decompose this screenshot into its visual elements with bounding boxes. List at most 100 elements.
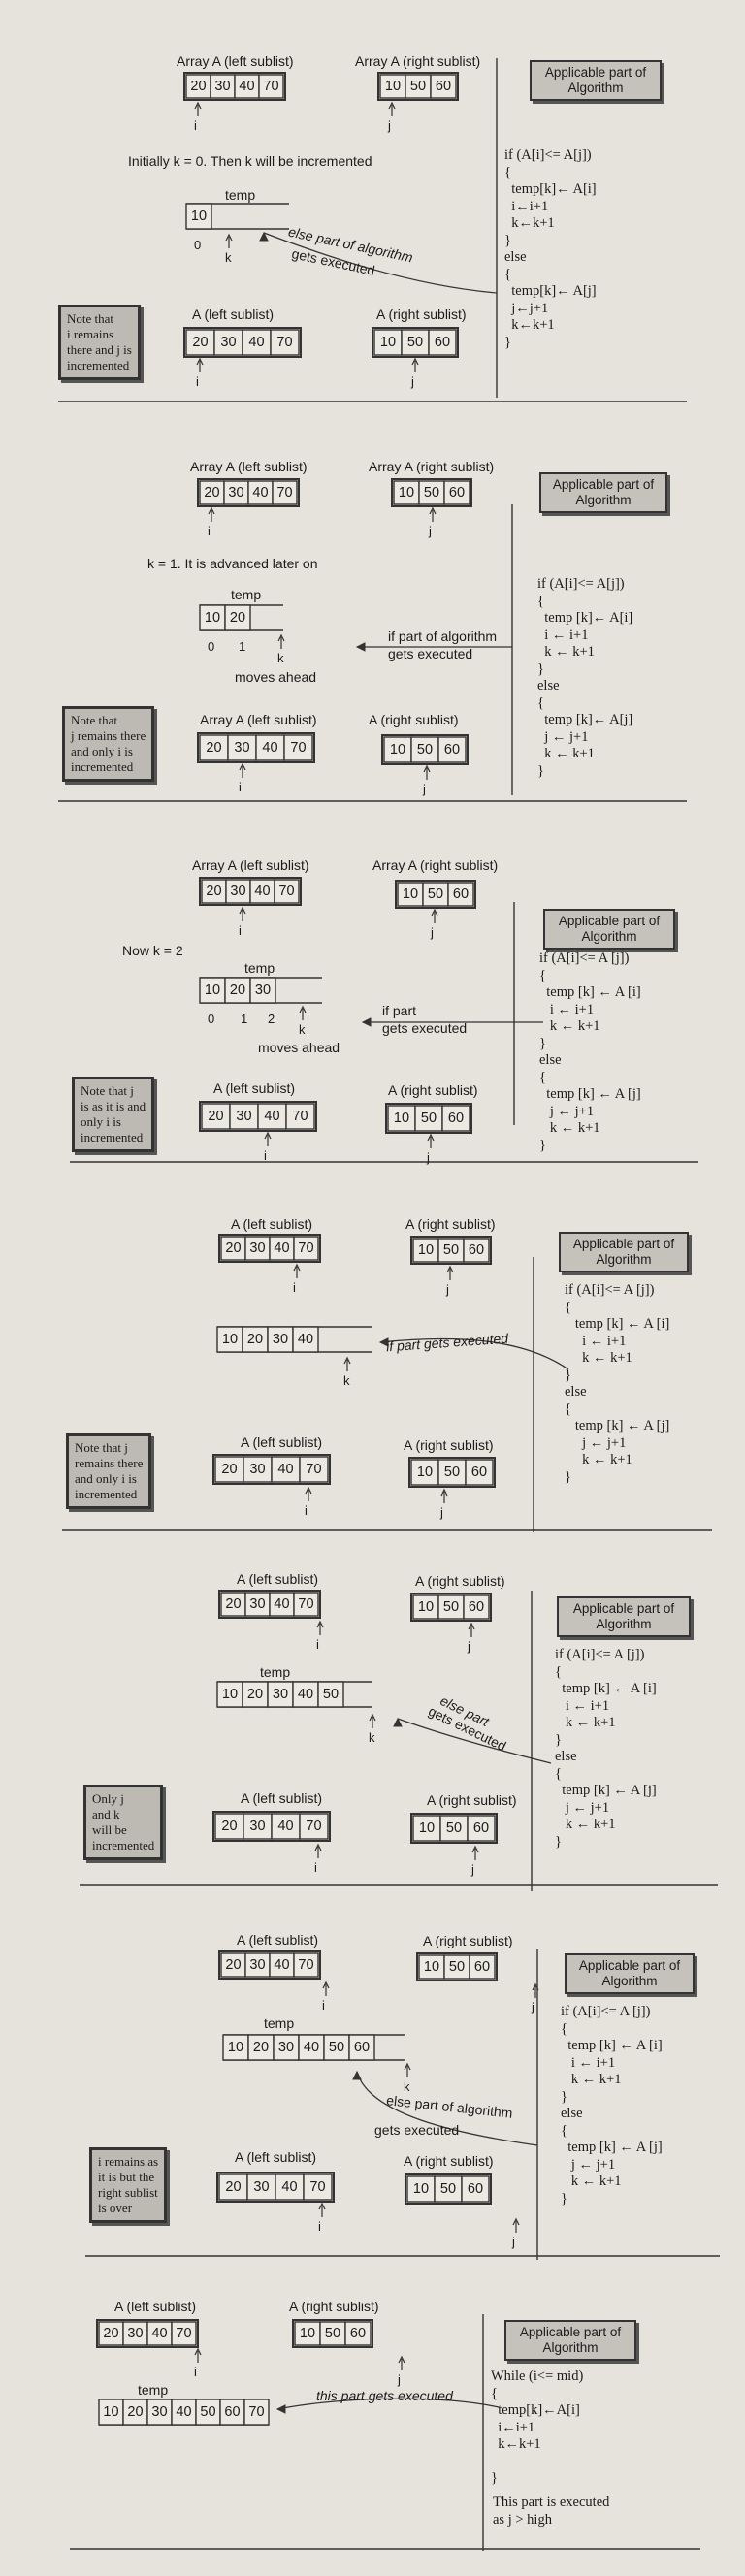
right-array-5-cell [463, 1594, 490, 1620]
right-array-5-outer [410, 1593, 492, 1622]
left-array-3b-cell [285, 1103, 315, 1130]
pointer-k-1: k [225, 250, 232, 265]
right-array-value: 10 [384, 78, 402, 94]
pointer-k-2: k [277, 651, 284, 665]
left-array-4-cell [293, 1236, 319, 1261]
temp-array-4-cell [292, 1326, 319, 1353]
left-array-outer [183, 72, 286, 101]
temp-label-2: temp [231, 587, 262, 602]
left-array-2-value: 40 [252, 484, 269, 500]
pointer-j-2: j [429, 524, 432, 538]
left-array-3b-value: 70 [292, 1108, 308, 1124]
left-array-2b-cell [227, 734, 257, 761]
pointer-i-1b: i [196, 374, 199, 389]
right-array-7-value: 50 [324, 2325, 341, 2341]
right-array-6b-value: 50 [439, 2180, 457, 2197]
temp-array-7-value: 30 [151, 2403, 168, 2420]
pointer-j-7-arrowhead [398, 2355, 405, 2364]
applicable-box-2-line1: Applicable part of [552, 477, 655, 492]
left-array-1b-cell [270, 329, 300, 356]
temp-array-5-value: 50 [322, 1686, 340, 1702]
left-array-2-value: 30 [228, 484, 244, 500]
left-array-6b-value: 40 [281, 2178, 298, 2195]
left-array-4b-cell [299, 1456, 329, 1483]
pointer-j-5: j [468, 1639, 470, 1654]
left-array-7-outer [96, 2319, 199, 2348]
pointer-i-3b-arrowhead [264, 1131, 272, 1140]
right-array-6b-cell [406, 2175, 436, 2203]
pointer-k-4-arrowhead [343, 1356, 351, 1365]
right-array-2-outer [391, 478, 472, 507]
right-array-5b-value: 60 [472, 1819, 490, 1836]
temp-array-6-value: 40 [303, 2039, 320, 2055]
pointer-k-2-arrowhead [277, 633, 285, 642]
left-array-1b-cell [213, 329, 243, 356]
code-4: if (A[i]<= A [j]) { temp [k] ← A [i] i ←… [565, 1282, 670, 1485]
temp-array-6-cell [247, 2034, 275, 2061]
temp-array-2-cell [199, 604, 226, 631]
applicable-box-7-line2: Algorithm [542, 2340, 599, 2355]
right-array-6-outer [416, 1952, 498, 1981]
right-array-cell [379, 74, 406, 99]
right-short-label-6: A (right sublist) [423, 1933, 513, 1948]
pointer-i-4b: i [305, 1503, 308, 1518]
right-array-4-outer [410, 1236, 492, 1265]
left-array-2-cell [272, 480, 298, 505]
left-array-2-outer [197, 478, 300, 507]
temp-array-4-value: 10 [221, 1331, 239, 1347]
right-array-4b-cell [465, 1459, 494, 1486]
left-short-label-4b: A (left sublist) [241, 1434, 323, 1450]
else-arrow-5-head [393, 1717, 403, 1727]
step1-info: Initially k = 0. Then k will be incremen… [128, 153, 372, 169]
left-array-4-value: 70 [298, 1240, 314, 1256]
applicable-box-4-line2: Algorithm [596, 1252, 652, 1267]
temp-array-5-cell [292, 1681, 319, 1708]
applicable-box-3-line2: Algorithm [581, 929, 637, 944]
left-array-4b-outer [212, 1454, 331, 1485]
pointer-j-5b: j [471, 1862, 474, 1877]
else-arrow-5 [397, 1718, 552, 1764]
right-array-1b-cell [373, 329, 403, 356]
right-array-6b-value: 10 [412, 2180, 430, 2197]
pointer-i-5b: i [314, 1860, 317, 1875]
left-array-5b-cell [299, 1813, 329, 1840]
right-short-label-2: A (right sublist) [369, 712, 459, 727]
temp-label-7: temp [138, 2382, 169, 2398]
temp-array-3-cell [224, 977, 251, 1004]
else-arrow-1 [263, 232, 498, 294]
left-array-6-outer [218, 1950, 321, 1980]
right-array-3b-value: 10 [393, 1110, 410, 1126]
left-array-3-value: 70 [278, 883, 295, 899]
right-array-1b-cell [428, 329, 457, 356]
index-0-2: 0 [208, 639, 215, 654]
left-array-7-cell [171, 2321, 197, 2346]
right-array-4b-cell [410, 1459, 439, 1486]
temp-array-3-cell [199, 977, 226, 1004]
pointer-j-2b: j [423, 782, 426, 796]
left-array-3-cell [274, 879, 300, 904]
left-sublist-label: Array A (left sublist) [177, 53, 294, 69]
left-array-2b-outer [197, 732, 315, 763]
footer-7: This part is executed as j > high [493, 2495, 610, 2528]
temp-array-7-value: 40 [176, 2403, 192, 2420]
right-array-6-cell [418, 1954, 445, 1980]
temp-array-3-value: 20 [229, 982, 246, 998]
right-array-3-value: 60 [452, 886, 470, 902]
right-array-3-value: 10 [402, 886, 419, 902]
pointer-i-arrowhead [194, 101, 202, 110]
pointer-k-6: k [404, 2079, 410, 2094]
right-array-2-value: 10 [398, 484, 415, 500]
left-array-4-outer [218, 1234, 321, 1263]
temp-array-6-cell [348, 2034, 375, 2061]
left-array-1b-value: 70 [276, 334, 293, 350]
right-array-6-value: 10 [423, 1958, 440, 1975]
temp-array-6-cell [222, 2034, 249, 2061]
temp-array-5-value: 40 [297, 1686, 314, 1702]
right-short-label-6b: A (right sublist) [404, 2153, 494, 2169]
left-array-6-value: 30 [249, 1956, 266, 1973]
left-array-1b-value: 40 [248, 334, 265, 350]
right-array-2-value: 50 [423, 484, 440, 500]
left-array-6b-cell [303, 2174, 333, 2201]
